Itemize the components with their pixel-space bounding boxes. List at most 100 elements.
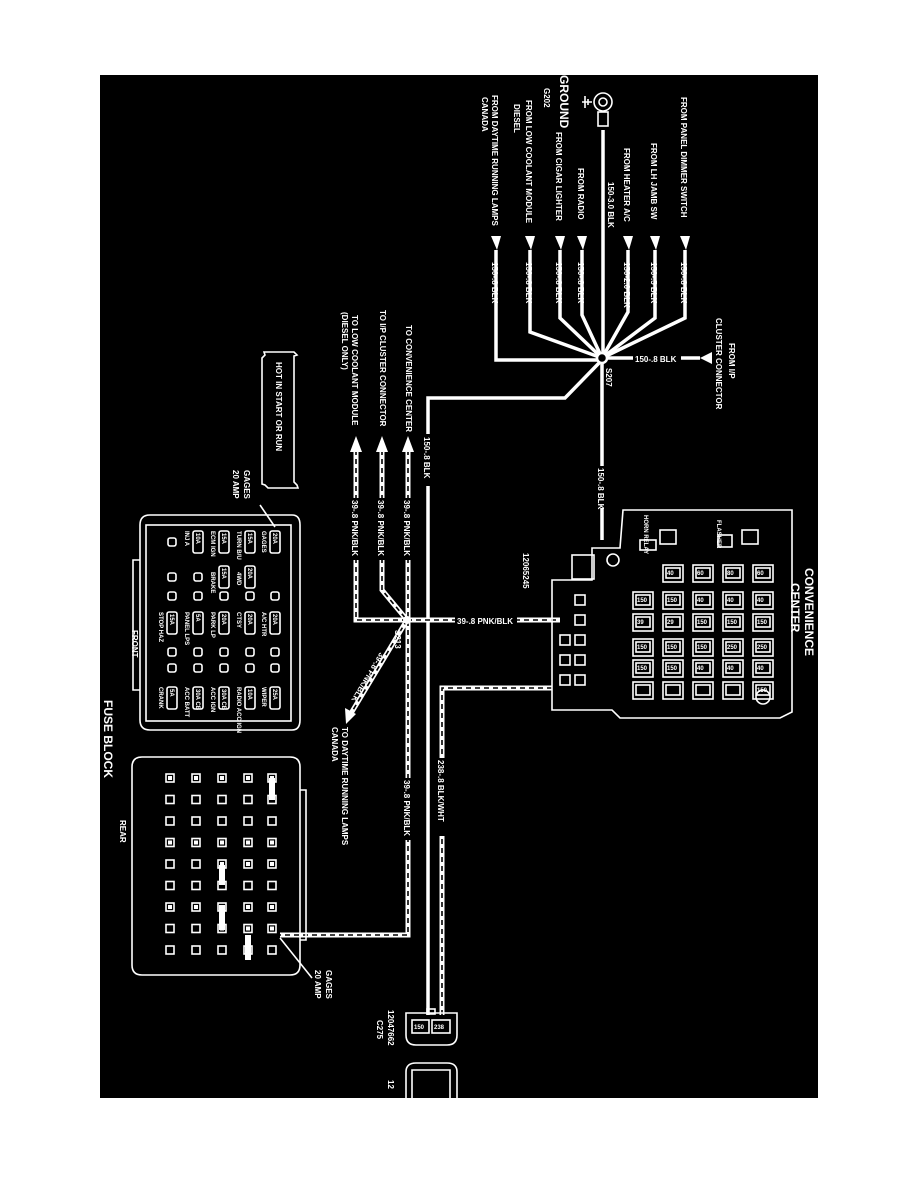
empty-fuse-socket	[270, 663, 280, 673]
relay-cell-inner	[755, 594, 771, 606]
relay-cell	[692, 638, 714, 657]
label-dimmer: FROM PANEL DIMMER SWITCH	[679, 97, 688, 218]
relay-cell	[722, 591, 744, 610]
arrow-to-conv-icon	[402, 436, 414, 452]
empty-fuse-socket	[243, 794, 253, 805]
relay-cell	[722, 638, 744, 657]
fuse	[269, 530, 281, 554]
relay-cell	[632, 681, 654, 700]
terminal	[574, 594, 586, 606]
dest-conv: TO CONVENIENCE CENTER	[404, 325, 413, 432]
wire-label: 39-.8 PNK/BLK	[376, 500, 385, 556]
wire-coolant	[528, 250, 603, 360]
fuse-terminal	[267, 837, 277, 848]
terminal-pin	[246, 905, 250, 909]
arrow-cigar-icon	[555, 236, 565, 250]
fuse	[244, 565, 256, 589]
empty-fuse-socket	[167, 663, 177, 673]
relay-cell-label: 250	[727, 645, 738, 651]
terminal-pin	[220, 776, 224, 780]
relay-cell-label: 150	[727, 620, 738, 626]
gages-amp: 20 AMP	[313, 970, 322, 999]
fuse	[218, 611, 230, 635]
terminal-pin	[194, 905, 198, 909]
relay-cell-inner	[755, 641, 771, 653]
wire-label: 39-.8 PNK/BLK	[402, 780, 411, 836]
relay-cell-inner	[665, 684, 681, 696]
empty-fuse-socket	[270, 591, 280, 601]
fuse-jumper	[269, 778, 275, 800]
wire-label: 150-.8 BLK	[422, 437, 431, 479]
relay-cell	[722, 681, 744, 700]
terminal-pin	[270, 926, 274, 931]
fuse-amp: 15A	[168, 614, 174, 626]
relay-cell-inner	[695, 641, 711, 653]
fuse-terminal	[191, 837, 201, 848]
relay-box	[659, 529, 677, 545]
gages-callout-rear: GAGES 20 AMP	[279, 937, 333, 1000]
wire-drl	[494, 250, 602, 362]
relay-cell	[752, 591, 774, 610]
fuse	[166, 686, 178, 710]
wire-cigar	[558, 250, 604, 360]
relay-cell-label: 40	[697, 598, 704, 604]
fuse	[218, 686, 230, 710]
relay-cell-inner	[635, 662, 651, 674]
terminal-pin	[194, 776, 198, 780]
source-labels: FROM PANEL DIMMER SWITCH 150-.8 BLK FROM…	[422, 75, 736, 510]
empty-fuse-socket	[219, 663, 229, 673]
empty-fuse-socket	[191, 794, 201, 805]
wire-jamb	[600, 250, 657, 360]
relay-cell-inner	[725, 616, 741, 628]
wire-label: 39-.8 PNK/BLK	[402, 500, 411, 556]
relay-cell-label: 40	[667, 571, 674, 577]
empty-fuse-socket	[245, 663, 255, 673]
relay-cell	[752, 681, 774, 700]
empty-fuse-socket	[165, 859, 175, 869]
fuse-amp: 20A	[271, 533, 277, 545]
terminal	[559, 654, 571, 666]
fuse-name: PARK LP	[209, 612, 215, 638]
relay-cell-label: 150	[667, 645, 678, 651]
fuse-amp: 5A	[168, 689, 174, 697]
fuse-name: GAGES	[260, 531, 266, 553]
label-front: FRONT	[130, 630, 139, 658]
relay-cell-label: 150	[637, 645, 648, 651]
label-ip-2: CLUSTER CONNECTOR	[714, 318, 723, 410]
gages-amp: 20 AMP	[231, 470, 240, 499]
relay-cell	[692, 591, 714, 610]
fuse-amp: 15A	[220, 533, 226, 545]
fuse-name: ECM IGN	[209, 531, 215, 557]
empty-fuse-socket	[270, 647, 280, 657]
empty-fuse-socket	[191, 859, 201, 869]
relay-cell-inner	[635, 594, 651, 606]
fuse-terminal	[243, 773, 253, 783]
fuse-amp: 20A	[271, 614, 277, 626]
relay-cell-label: 40	[727, 666, 734, 672]
fuse-name: BRAKE	[209, 572, 215, 593]
empty-fuse-socket	[243, 880, 253, 891]
relay-cell	[752, 659, 774, 678]
relay-cell-inner	[695, 567, 711, 579]
fuse-name: RADIO ACC IGN	[235, 687, 241, 733]
fuse-amp: 5A	[194, 614, 200, 622]
empty-fuse-socket	[267, 816, 277, 826]
convenience-center: 6080604040404015015015015015029392502501…	[551, 509, 793, 719]
relay-cell-inner	[635, 616, 651, 628]
relay-cell-inner	[635, 684, 651, 696]
dest-coolant-2: (DIESEL ONLY)	[340, 312, 349, 370]
label-canada: CANADA	[480, 97, 489, 132]
relay-cell-inner	[725, 684, 741, 696]
label-s207: S207	[604, 368, 613, 387]
wire-label: 39-.8 PNK/BLK	[457, 617, 513, 626]
fuse	[192, 686, 204, 710]
wire-label: 150-.8 BLK	[679, 262, 688, 304]
fuse	[244, 686, 256, 710]
fuse-name: TURN B/U	[235, 531, 241, 560]
label-fuse-block: FUSE BLOCK	[101, 700, 115, 778]
arrow-coolant-icon	[525, 236, 535, 250]
fuse-name: ACC IGN	[209, 687, 215, 712]
wire-label: 150-.5 BLK	[649, 262, 658, 304]
empty-fuse-socket	[191, 945, 201, 955]
relay-cell	[662, 613, 684, 632]
